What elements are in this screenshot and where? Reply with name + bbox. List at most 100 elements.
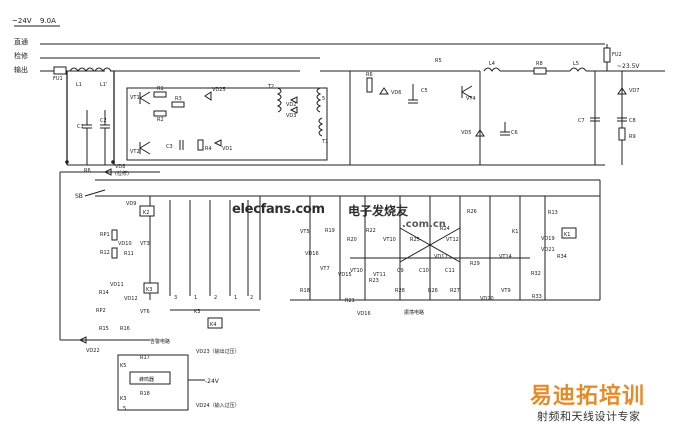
svg-text:VT1: VT1 — [130, 95, 140, 101]
svg-text:1: 1 — [194, 295, 197, 301]
svg-text:R13: R13 — [548, 210, 558, 216]
svg-text:R26: R26 — [428, 288, 438, 294]
svg-text:R23: R23 — [369, 278, 379, 284]
rail-label-check: 检修 — [14, 51, 28, 60]
output-voltage-label: ~23.5V — [617, 63, 640, 70]
switch-label: SB — [75, 193, 83, 200]
svg-text:K3: K3 — [146, 287, 152, 293]
svg-text:VT6: VT6 — [140, 309, 150, 315]
svg-text:R16: R16 — [120, 326, 130, 332]
svg-text:K1: K1 — [512, 229, 518, 235]
svg-text:T1: T1 — [321, 139, 328, 145]
input-voltage-label: ~24V — [12, 17, 32, 25]
svg-text:VT11: VT11 — [373, 272, 386, 278]
svg-text:VD7: VD7 — [629, 88, 639, 94]
svg-text:C3: C3 — [166, 144, 173, 150]
svg-text:R6: R6 — [366, 72, 373, 78]
svg-text:VD1: VD1 — [222, 146, 232, 152]
svg-text:R9: R9 — [629, 134, 636, 140]
inductor-l1 — [69, 67, 95, 72]
svg-text:VD12: VD12 — [124, 296, 138, 302]
svg-text:2: 2 — [250, 295, 253, 301]
diode-vd8-label: VD8 — [115, 164, 125, 170]
svg-text:(检修): (检修) — [115, 170, 129, 177]
watermark-cn: 电子发烧友 — [348, 204, 409, 218]
svg-text:R25: R25 — [410, 237, 420, 243]
svg-text:R27: R27 — [450, 288, 460, 294]
svg-text:L1': L1' — [100, 82, 107, 88]
osc-section-label: 振荡电路 — [404, 309, 424, 316]
fuse-fu2 — [603, 47, 611, 63]
svg-text:VD10: VD10 — [118, 241, 132, 247]
watermark-sub: .com.cn — [402, 219, 446, 230]
svg-text:VD20: VD20 — [480, 296, 494, 302]
svg-text:VT2: VT2 — [130, 149, 140, 155]
svg-text:C10: C10 — [419, 268, 429, 274]
svg-text:R8: R8 — [536, 61, 543, 67]
svg-text:VT14: VT14 — [499, 254, 512, 260]
svg-text:VD16: VD16 — [305, 251, 319, 257]
svg-text:VD11: VD11 — [110, 282, 124, 288]
svg-text:VD15: VD15 — [338, 272, 352, 278]
svg-text:R18: R18 — [300, 288, 310, 294]
neg-rail-label: -24V — [205, 378, 220, 385]
svg-text:R15: R15 — [99, 326, 109, 332]
svg-text:K1: K1 — [564, 232, 570, 238]
svg-text:R2: R2 — [157, 117, 164, 123]
svg-text:R5: R5 — [435, 58, 442, 64]
svg-text:R4: R4 — [205, 146, 212, 152]
svg-text:R17: R17 — [140, 355, 150, 361]
svg-text:R22: R22 — [366, 228, 376, 234]
svg-text:K2: K2 — [143, 210, 149, 216]
alarm-section-label: 告警电路 — [150, 338, 170, 345]
svg-text:C6: C6 — [511, 130, 518, 136]
svg-text:VD2: VD2 — [286, 102, 296, 108]
svg-text:R11: R11 — [124, 251, 134, 257]
svg-text:5: 5 — [322, 96, 325, 102]
svg-text:K3: K3 — [120, 396, 126, 402]
svg-text:VT3: VT3 — [140, 241, 150, 247]
svg-text:2: 2 — [214, 295, 217, 301]
svg-text:R21: R21 — [345, 298, 355, 304]
rail-label-main: 直通 — [14, 37, 28, 46]
watermark-site: elecfans.com — [232, 202, 325, 217]
svg-text:3: 3 — [174, 295, 177, 301]
svg-text:C1: C1 — [77, 124, 84, 130]
svg-text:R20: R20 — [347, 237, 357, 243]
svg-text:VD16: VD16 — [357, 311, 371, 317]
svg-text:5: 5 — [123, 406, 126, 412]
svg-text:R1: R1 — [157, 86, 164, 92]
fuse-fu2-label: FU2 — [612, 52, 622, 58]
svg-text:R6: R6 — [84, 168, 91, 174]
svg-text:VD3: VD3 — [286, 113, 296, 119]
logo-sub: 射频和天线设计专家 — [537, 410, 641, 423]
svg-text:VD5: VD5 — [461, 130, 471, 136]
svg-text:RP1: RP1 — [100, 232, 110, 238]
input-current-label: 9.0A — [40, 17, 56, 25]
svg-text:C5: C5 — [421, 88, 428, 94]
svg-text:VD22: VD22 — [86, 348, 100, 354]
buzzer — [129, 371, 171, 385]
svg-text:R34: R34 — [557, 254, 567, 260]
svg-text:L4: L4 — [489, 61, 495, 67]
svg-text:R33: R33 — [532, 294, 542, 300]
fuse-fu1-label: FU1 — [53, 76, 63, 82]
svg-text:VT10: VT10 — [350, 268, 363, 274]
svg-text:VD6: VD6 — [391, 90, 401, 96]
vd24-note: VD24（输入过压） — [196, 402, 240, 409]
svg-text:L1: L1 — [76, 82, 82, 88]
svg-text:蜂鸣器: 蜂鸣器 — [139, 376, 154, 383]
svg-text:VT4: VT4 — [466, 96, 476, 102]
svg-text:K5: K5 — [120, 363, 126, 369]
svg-text:VT7: VT7 — [320, 266, 330, 272]
logo-main: 易迪拓培训 — [530, 384, 646, 409]
svg-text:R3: R3 — [175, 96, 182, 102]
svg-text:C11: C11 — [445, 268, 455, 274]
svg-text:R12: R12 — [100, 250, 110, 256]
svg-text:L5: L5 — [573, 61, 579, 67]
rail-label-output: 输出 — [14, 65, 28, 74]
svg-text:VD9: VD9 — [126, 201, 136, 207]
svg-text:K4: K4 — [210, 322, 216, 328]
